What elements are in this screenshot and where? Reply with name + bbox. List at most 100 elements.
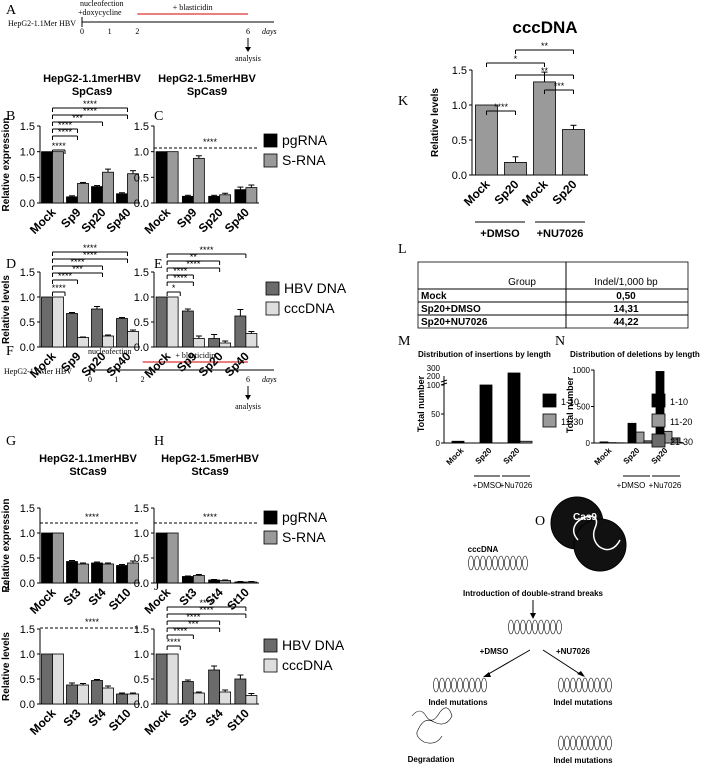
bar-M-1-1-10 bbox=[479, 384, 493, 444]
legend-swatch-C-0 bbox=[263, 133, 278, 148]
bar-I-St4-HBV DNA bbox=[91, 680, 103, 705]
ytick-label-J-1.5: 1.5 bbox=[134, 624, 149, 636]
o-helix-3-coil-24 bbox=[457, 677, 463, 693]
bar-H-St10-S-RNA bbox=[245, 581, 258, 584]
xtick-label-N-0: Mock bbox=[593, 446, 614, 467]
ytick-label-H-0: 0.0 bbox=[134, 578, 149, 590]
o-helix-5-coil-24 bbox=[582, 735, 588, 751]
o-helix-5-coil-0 bbox=[558, 735, 564, 751]
m-group-label-1: +Nu7026 bbox=[500, 481, 533, 490]
o-helix-4-coil-36 bbox=[594, 677, 600, 693]
ytick-label-K-0.5: 0.5 bbox=[452, 135, 467, 147]
ylabel-B: Relative expression bbox=[1, 118, 12, 212]
bar-G-St10-pgRNA bbox=[116, 565, 128, 584]
panel-letter-G: G bbox=[6, 434, 16, 449]
ytick-label-C-1: 1.0 bbox=[134, 147, 149, 159]
legend-swatch-E-1 bbox=[265, 301, 280, 316]
bar-J-Mock-cccDNA bbox=[166, 653, 179, 705]
panel-letter-C: C bbox=[154, 109, 163, 124]
o-cas9-label: Cas9 bbox=[573, 512, 597, 523]
xtick-label-M-2: Sp20 bbox=[502, 446, 522, 466]
o-step1-label: Introduction of double-strand breaks bbox=[463, 589, 604, 598]
bar-D-Sp20-HBV DNA bbox=[91, 308, 103, 348]
m-group-label-0: +DMSO bbox=[473, 481, 502, 490]
xtick-label-J-2: St4 bbox=[203, 706, 226, 729]
o-helix-3-coil-0 bbox=[433, 677, 439, 693]
panel-letter-M: M bbox=[398, 334, 411, 349]
sig-label-B-1: **** bbox=[83, 106, 98, 116]
sig-label-D-2: **** bbox=[70, 257, 85, 267]
legend-label-J-1: cccDNA bbox=[282, 657, 333, 673]
ytick-label-C-1.5: 1.5 bbox=[134, 121, 149, 133]
sig-label-B-4: **** bbox=[58, 127, 73, 137]
ytick-label-C-0.5: 0.5 bbox=[134, 172, 149, 184]
ytick-label-D-1: 1.0 bbox=[20, 292, 35, 304]
bar-J-St4-cccDNA bbox=[219, 691, 232, 705]
panel-letter-F: F bbox=[6, 344, 14, 359]
ytick-label-C-0: 0.0 bbox=[134, 198, 149, 210]
bar-E-Sp20-HBV DNA bbox=[208, 338, 221, 348]
sig-label-K-0: ** bbox=[541, 41, 549, 51]
o-helix-4-coil-30 bbox=[588, 677, 594, 693]
o-dmso-label: +DMSO bbox=[480, 647, 509, 656]
ylabel-K: Relative levels bbox=[430, 88, 441, 157]
o-helix-1-coil-12 bbox=[480, 555, 486, 571]
bar-E-Sp9-cccDNA bbox=[192, 338, 205, 348]
bar-N-0-1-10 bbox=[599, 441, 609, 444]
o-helix-3-coil-12 bbox=[445, 677, 451, 693]
sig-label-D-0: **** bbox=[83, 243, 98, 253]
ytick-label-H-0.5: 0.5 bbox=[134, 553, 149, 565]
ytick-label-M-100: 100 bbox=[427, 381, 441, 390]
o-helix-2-coil-12 bbox=[520, 619, 526, 635]
bar-I-St3-HBV DNA bbox=[66, 684, 78, 705]
ytick-label-G-0.5: 0.5 bbox=[20, 553, 35, 565]
o-helix-4-coil-48 bbox=[606, 677, 612, 693]
ytick-label-E-1: 1.0 bbox=[134, 292, 149, 304]
sig-label-E-3: **** bbox=[173, 266, 188, 276]
o-nu7026-label: +NU7026 bbox=[556, 647, 591, 656]
legend-swatch-H-1 bbox=[263, 530, 278, 545]
legend-label-N-1: 11-20 bbox=[670, 417, 692, 427]
k-group-label-1: +NU7026 bbox=[537, 228, 584, 240]
bar-K-Sp20-s0 bbox=[504, 161, 527, 176]
bar-H-Mock-pgRNA bbox=[155, 532, 168, 584]
o-helix-2-coil-0 bbox=[508, 619, 514, 635]
legend-label-N-0: 1-10 bbox=[670, 397, 688, 407]
bar-C-Sp9-pgRNA bbox=[181, 195, 194, 204]
k-group-label-0: +DMSO bbox=[480, 228, 520, 240]
bar-N-2-21-30 bbox=[671, 437, 681, 444]
table-l-cell-2-0: Sp20+NU7026 bbox=[421, 317, 488, 328]
ytick-label-D-0.5: 0.5 bbox=[20, 317, 35, 329]
sig-label-D-3: *** bbox=[72, 264, 83, 274]
sig-label-C-dash: **** bbox=[203, 137, 218, 147]
ylabel-M: Total number bbox=[416, 375, 426, 432]
bar-C-Sp20-pgRNA bbox=[208, 195, 221, 204]
o-arrowhead-1 bbox=[530, 613, 536, 619]
bar-M-2-11-30 bbox=[519, 440, 533, 444]
bar-J-St3-cccDNA bbox=[192, 692, 205, 705]
sig-label-E-0: **** bbox=[199, 245, 214, 255]
ytick-label-I-1: 1.0 bbox=[20, 649, 35, 661]
ylabel-N: Total number bbox=[565, 376, 575, 433]
bar-K-Mock-s0 bbox=[533, 81, 556, 176]
table-l-header-0: Group bbox=[508, 277, 536, 288]
timeline-a-tick-0: 0 bbox=[80, 27, 84, 36]
bar-N-1-1-10 bbox=[627, 422, 637, 444]
timeline-f-label-top: nucleofection bbox=[88, 347, 132, 356]
bar-H-St3-S-RNA bbox=[192, 575, 205, 584]
o-helix-5-coil-42 bbox=[600, 735, 606, 751]
o-cas9-circle-2 bbox=[573, 518, 627, 572]
ytick-label-J-1: 1.0 bbox=[134, 649, 149, 661]
ytick-label-G-1.5: 1.5 bbox=[20, 503, 35, 515]
bar-H-Mock-S-RNA bbox=[166, 532, 179, 584]
xtick-label-M-1: Sp20 bbox=[474, 446, 494, 466]
o-helix-2-coil-30 bbox=[538, 619, 544, 635]
panel-letter-H: H bbox=[154, 434, 164, 449]
ytick-label-N-1000: 1000 bbox=[572, 366, 590, 375]
sig-label-J-1: **** bbox=[199, 605, 214, 615]
bar-H-St10-pgRNA bbox=[234, 581, 247, 584]
legend-label-M-0: 1-10 bbox=[561, 397, 579, 407]
xtick-label-J-1: St3 bbox=[176, 706, 199, 729]
bar-E-Sp9-HBV DNA bbox=[181, 310, 194, 348]
timeline-f-tick-6: 6 bbox=[246, 375, 250, 384]
